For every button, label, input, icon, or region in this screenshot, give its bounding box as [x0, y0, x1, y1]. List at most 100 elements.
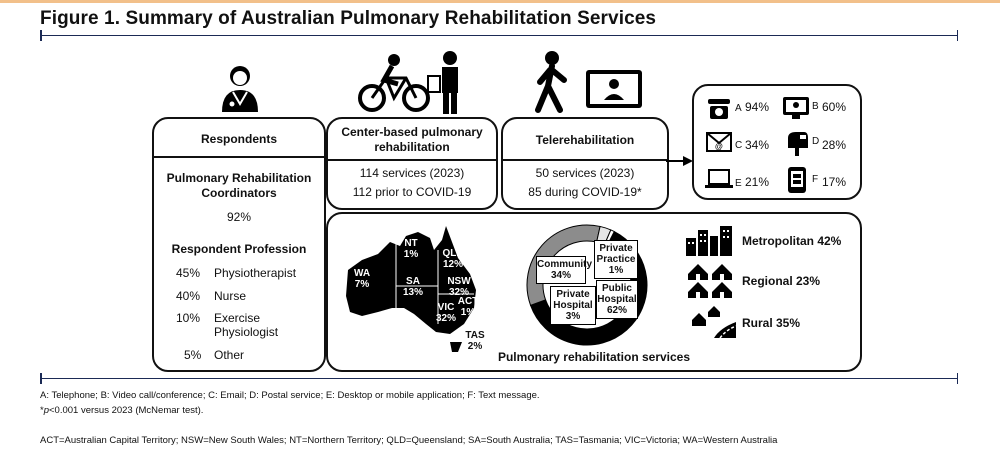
mode-pct: 21%: [745, 175, 770, 189]
profession-label: Other: [214, 348, 245, 362]
mode-letter: C: [735, 140, 743, 151]
state-name: TAS: [465, 330, 485, 341]
donut-label-pct: 3%: [565, 311, 581, 322]
state-pct: 1%: [403, 249, 419, 260]
walker-and-computer-icon: [535, 51, 642, 113]
state-name: NSW: [447, 276, 471, 287]
state-name: SA: [406, 276, 420, 287]
rural-road-icon: [692, 306, 737, 339]
state-name: ACT: [457, 296, 479, 307]
cyclist-and-clinician-icon: [358, 51, 458, 114]
mode-pct: 94%: [745, 100, 770, 114]
arrow-icon: [666, 156, 693, 166]
footnote-significance: *p<0.001 versus 2023 (McNemar test).: [40, 405, 204, 416]
state-pct: 7%: [354, 279, 370, 290]
donut-label-pct: 1%: [608, 265, 624, 276]
profession-label: Physiotherapist: [214, 266, 297, 280]
australia-map: [346, 226, 476, 352]
location-label: Regional 23%: [742, 274, 821, 288]
center-based-heading: Center-based pulmonary rehabilitation: [341, 125, 483, 154]
tele-line1: 50 services (2023): [535, 166, 635, 180]
divider: [503, 159, 667, 161]
donut-label-pct: 62%: [606, 305, 627, 316]
state-pct: 2%: [467, 341, 483, 352]
mailbox-icon: [788, 132, 808, 156]
state-name: QLD: [442, 248, 464, 259]
mode-letter: B: [812, 101, 819, 112]
profession-pct: 40%: [176, 289, 201, 303]
figure-title: Figure 1. Summary of Australian Pulmonar…: [40, 8, 657, 29]
services-label: Pulmonary rehabilitation services: [497, 350, 691, 364]
laptop-icon: [705, 169, 733, 188]
donut-label-name: Community: [537, 259, 592, 270]
email-icon: @: [706, 132, 732, 152]
video-call-icon: [783, 97, 809, 119]
state-pct: 12%: [442, 259, 463, 270]
respondents-heading: Respondents: [200, 132, 277, 146]
significance-text: <0.001 versus 2023 (McNemar test).: [49, 405, 204, 416]
state-pct: 32%: [448, 287, 469, 298]
tele-heading: Telerehabilitation: [535, 133, 635, 147]
mode-pct: 28%: [822, 138, 847, 152]
tele-line2: 85 during COVID-19*: [528, 185, 642, 199]
mode-letter: A: [735, 103, 742, 114]
center-based-line2: 112 prior to COVID-19: [352, 185, 472, 199]
divider: [154, 156, 324, 158]
top-accent-line: [0, 0, 1000, 3]
telerehabilitation-box: Telerehabilitation 50 services (2023) 85…: [501, 117, 669, 210]
donut-label-name: Private Hospital: [553, 289, 593, 311]
houses-icon: [688, 264, 732, 298]
profession-label: Exercise Physiologist: [214, 311, 279, 339]
clinician-icon: [222, 66, 258, 112]
coordinators-pct: 92%: [226, 210, 252, 224]
donut-label-name: Public Hospital: [597, 283, 637, 305]
text-message-icon: [788, 167, 806, 193]
divider: [328, 159, 496, 161]
profession-pct: 45%: [176, 266, 201, 280]
state-name: NT: [404, 238, 418, 249]
state-name: WA: [353, 268, 371, 279]
state-pct: 13%: [402, 287, 423, 298]
donut-label-pct: 34%: [550, 270, 571, 281]
mode-pct: 34%: [745, 138, 770, 152]
mode-letter: D: [812, 136, 820, 147]
donut-label-name: Private Practice: [596, 243, 636, 265]
telephone-icon: [708, 99, 730, 119]
respondents-box: Respondents Pulmonary Rehabilitation Coo…: [152, 117, 326, 372]
city-buildings-icon: [686, 226, 732, 256]
profession-label: Nurse: [214, 289, 247, 303]
location-label: Rural 35%: [742, 316, 801, 330]
state-pct: 32%: [435, 313, 456, 324]
state-pct: 1%: [460, 307, 476, 318]
center-based-line1: 114 services (2023): [359, 166, 465, 180]
coordinators-label: Pulmonary Rehabilitation Coordinators: [166, 171, 312, 200]
modes-box: A 94% B 60% @ C 34% D 28% E 21% F 17%: [692, 84, 862, 200]
profession-pct: 10%: [176, 311, 201, 325]
profession-pct: 5%: [184, 348, 202, 362]
footnote-abbreviations-states: ACT=Australian Capital Territory; NSW=Ne…: [40, 435, 778, 446]
footnote-abbreviations-modes: A: Telephone; B: Video call/conference; …: [40, 390, 540, 401]
p-symbol: p: [43, 405, 49, 416]
bottom-rule: [40, 373, 958, 384]
svg-text:@: @: [715, 142, 723, 151]
center-based-box: Center-based pulmonary rehabilitation 11…: [326, 117, 498, 210]
mode-pct: 60%: [822, 100, 847, 114]
top-rule: [40, 30, 958, 41]
state-name: VIC: [437, 302, 455, 313]
mode-pct: 17%: [822, 175, 847, 189]
location-label: Metropolitan 42%: [742, 234, 842, 248]
mode-letter: E: [735, 178, 742, 189]
